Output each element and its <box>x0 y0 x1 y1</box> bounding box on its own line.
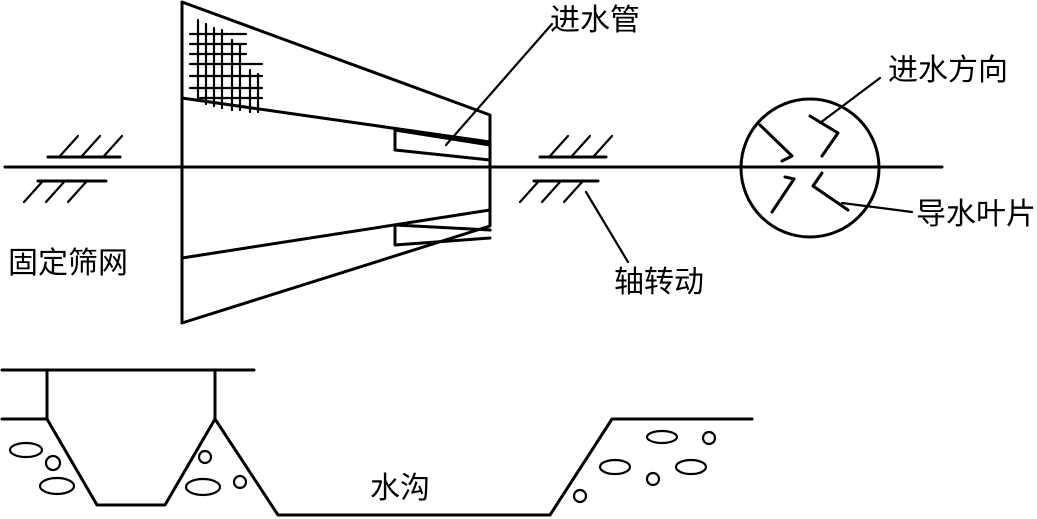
right-bearing-support <box>518 134 614 204</box>
guide-vane <box>758 123 794 163</box>
ground-profile <box>0 417 754 517</box>
leader-inlet-direction <box>818 76 882 125</box>
screen-mesh-pattern <box>188 18 264 114</box>
guide-vane <box>770 175 796 214</box>
guide-vane <box>811 171 850 212</box>
label-fixed-screen: 固定筛网 <box>8 246 128 281</box>
drum-inner-bottom-line <box>180 208 492 260</box>
label-guide-vanes: 导水叶片 <box>916 197 1036 232</box>
leader-inlet-pipe <box>444 22 554 147</box>
left-bearing-support <box>22 134 124 204</box>
leader-guide-vanes <box>840 201 914 214</box>
conical-drum <box>180 0 492 325</box>
leader-shaft-rotation <box>584 190 630 264</box>
guide-vane <box>808 114 840 158</box>
label-shaft-rotation: 轴转动 <box>614 265 704 300</box>
drum-inner-top-line <box>180 96 492 144</box>
label-inlet-pipe: 进水管 <box>550 3 640 38</box>
soil-pebbles <box>8 429 717 504</box>
drum-end-view <box>739 97 881 239</box>
inlet-pipe-lower <box>393 223 492 247</box>
label-ditch: 水沟 <box>370 471 430 506</box>
inlet-pipe-upper <box>393 128 492 162</box>
label-inlet-direction: 进水方向 <box>888 53 1008 88</box>
